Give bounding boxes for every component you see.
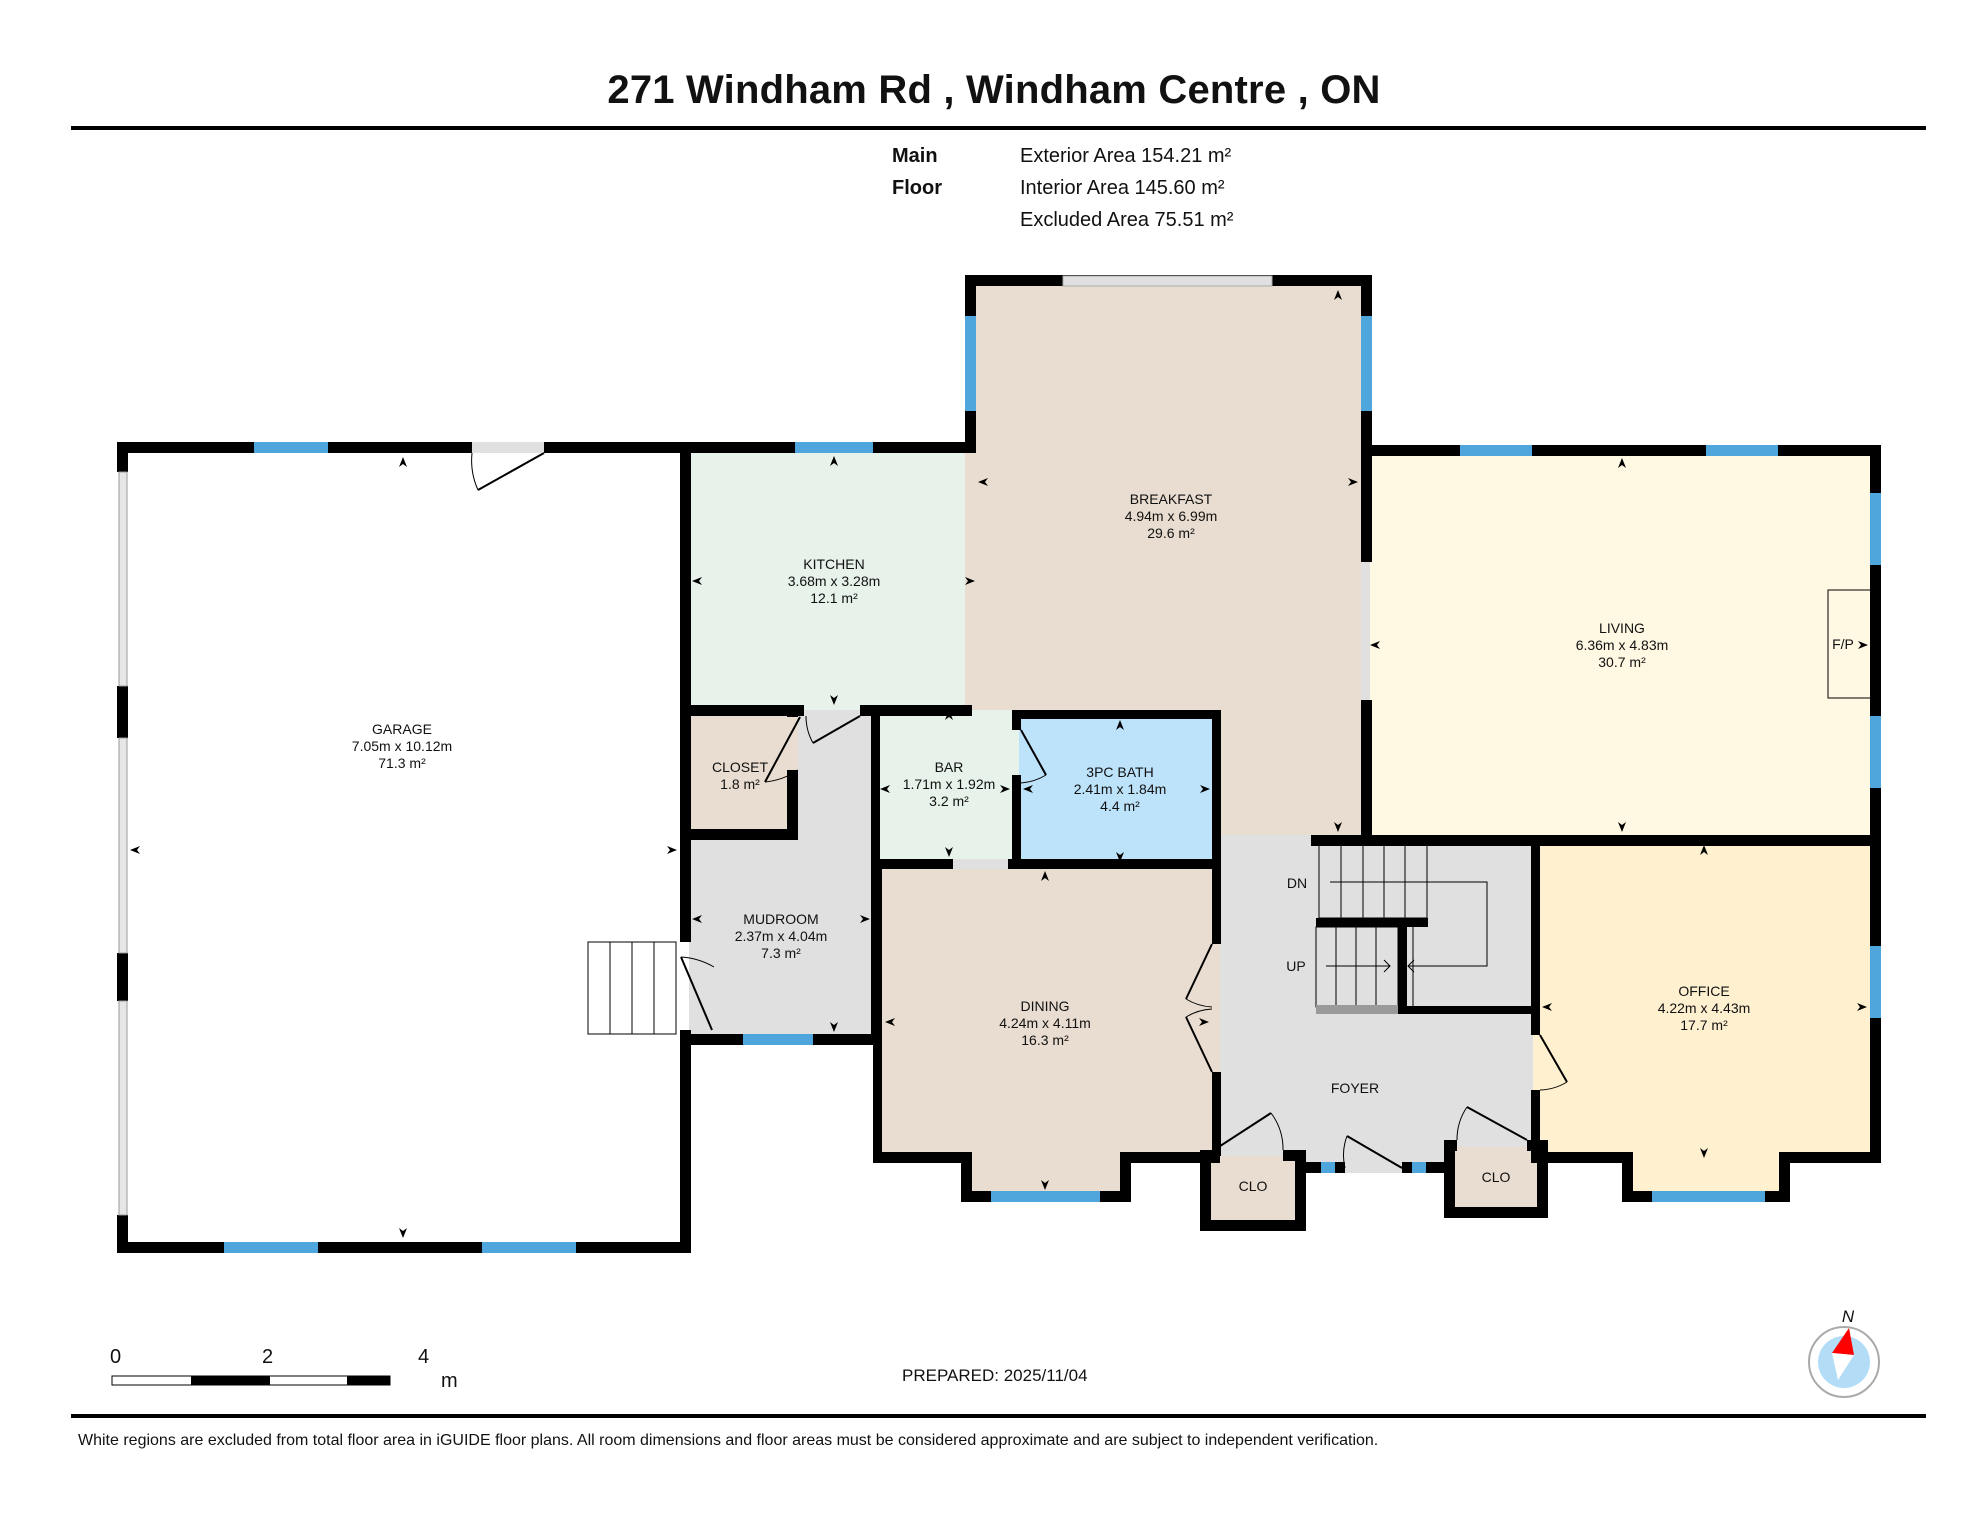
exterior-area: Exterior Area 154.21 m² xyxy=(1020,145,1232,167)
excluded-area: Excluded Area 75.51 m² xyxy=(1020,209,1234,231)
scale-tick-4: 4 xyxy=(418,1346,430,1368)
room-living-floor xyxy=(1367,445,1881,841)
header-divider xyxy=(71,126,1926,130)
room-bar-label: BAR 1.71m x 1.92m 3.2 m² xyxy=(903,759,996,809)
svg-text:4.22m x 4.43m: 4.22m x 4.43m xyxy=(1658,1000,1751,1016)
svg-text:BREAKFAST: BREAKFAST xyxy=(1130,491,1213,507)
svg-text:OFFICE: OFFICE xyxy=(1678,983,1729,999)
svg-text:29.6 m²: 29.6 m² xyxy=(1147,525,1195,541)
svg-text:6.36m x 4.83m: 6.36m x 4.83m xyxy=(1576,637,1669,653)
svg-text:12.1 m²: 12.1 m² xyxy=(810,590,858,606)
room-kitchen-floor xyxy=(689,442,976,710)
window xyxy=(224,1242,318,1253)
stairs-down-label: DN xyxy=(1287,875,1307,891)
room-breakfast-label: BREAKFAST 4.94m x 6.99m 29.6 m² xyxy=(1125,491,1218,541)
svg-text:1.8 m²: 1.8 m² xyxy=(720,776,760,792)
window xyxy=(1870,716,1881,788)
room-living-label: LIVING 6.36m x 4.83m 30.7 m² xyxy=(1576,620,1669,670)
room-garage-label: GARAGE 7.05m x 10.12m 71.3 m² xyxy=(352,721,452,771)
room-closet-floor xyxy=(689,710,798,839)
svg-text:1.71m x 1.92m: 1.71m x 1.92m xyxy=(903,776,996,792)
room-foyer-floor xyxy=(1220,835,1538,1163)
room-kitchen-label: KITCHEN 3.68m x 3.28m 12.1 m² xyxy=(788,556,881,606)
window xyxy=(743,1034,813,1045)
svg-text:7.3 m²: 7.3 m² xyxy=(761,945,801,961)
window xyxy=(1361,316,1372,411)
room-clo-right-floor xyxy=(1444,1147,1548,1218)
footer-divider xyxy=(71,1414,1926,1418)
property-address-title: 271 Windham Rd , Windham Centre , ON xyxy=(607,68,1381,112)
svg-text:3PC BATH: 3PC BATH xyxy=(1086,764,1153,780)
room-clo-right-label: CLO xyxy=(1482,1169,1511,1185)
room-office-label: OFFICE 4.22m x 4.43m 17.7 m² xyxy=(1658,983,1751,1033)
svg-text:KITCHEN: KITCHEN xyxy=(803,556,864,572)
window xyxy=(1460,445,1532,456)
svg-text:3.2 m²: 3.2 m² xyxy=(929,793,969,809)
room-bath-label: 3PC BATH 2.41m x 1.84m 4.4 m² xyxy=(1074,764,1167,814)
window xyxy=(1870,946,1881,1018)
prepared-date: PREPARED: 2025/11/04 xyxy=(902,1366,1088,1385)
svg-text:71.3 m²: 71.3 m² xyxy=(378,755,426,771)
room-clo-left-label: CLO xyxy=(1239,1178,1268,1194)
compass: N xyxy=(1808,1307,1880,1398)
disclaimer-text: White regions are excluded from total fl… xyxy=(78,1432,1379,1449)
room-bath-floor xyxy=(1019,710,1220,865)
room-dining-label: DINING 4.24m x 4.11m 16.3 m² xyxy=(999,998,1091,1048)
svg-text:30.7 m²: 30.7 m² xyxy=(1598,654,1646,670)
svg-text:4.94m x 6.99m: 4.94m x 6.99m xyxy=(1125,508,1218,524)
window xyxy=(991,1191,1100,1202)
compass-north-needle xyxy=(1832,1328,1854,1355)
window xyxy=(1412,1162,1426,1173)
svg-text:17.7 m²: 17.7 m² xyxy=(1680,1017,1728,1033)
compass-south-needle xyxy=(1832,1353,1854,1380)
window xyxy=(254,442,328,453)
window xyxy=(1321,1162,1335,1173)
svg-text:LIVING: LIVING xyxy=(1599,620,1645,636)
compass-n-label: N xyxy=(1842,1307,1855,1326)
interior-area: Interior Area 145.60 m² xyxy=(1020,177,1225,199)
stair-landing xyxy=(1316,1005,1398,1014)
svg-text:CLOSET: CLOSET xyxy=(712,759,768,775)
windows xyxy=(224,316,1881,1253)
svg-text:GARAGE: GARAGE xyxy=(372,721,432,737)
garage-door-openings xyxy=(118,471,128,1216)
svg-text:7.05m x 10.12m: 7.05m x 10.12m xyxy=(352,738,452,754)
stairs-up-label: UP xyxy=(1286,958,1305,974)
svg-text:2.41m x 1.84m: 2.41m x 1.84m xyxy=(1074,781,1167,797)
openings xyxy=(472,275,1402,1173)
scale-tick-0: 0 xyxy=(110,1346,122,1368)
window xyxy=(482,1242,576,1253)
doors xyxy=(471,452,1568,1169)
dimension-markers xyxy=(130,290,1868,1238)
fireplace-label: F/P xyxy=(1832,636,1854,652)
svg-text:16.3 m²: 16.3 m² xyxy=(1021,1032,1069,1048)
svg-text:2.37m x 4.04m: 2.37m x 4.04m xyxy=(735,928,828,944)
room-office-floor xyxy=(1533,841,1881,1163)
room-foyer-label: FOYER xyxy=(1331,1080,1379,1096)
room-mudroom-floor-lower xyxy=(689,839,878,1045)
svg-text:BAR: BAR xyxy=(935,759,964,775)
scale-unit: m xyxy=(441,1370,458,1392)
svg-text:DINING: DINING xyxy=(1021,998,1070,1014)
svg-text:MUDROOM: MUDROOM xyxy=(743,911,818,927)
window xyxy=(1706,445,1778,456)
room-dining-floor xyxy=(873,868,1220,1163)
window xyxy=(1652,1191,1765,1202)
room-bar-floor xyxy=(878,710,1019,868)
room-closet-label: CLOSET 1.8 m² xyxy=(712,759,768,792)
scale-tick-2: 2 xyxy=(262,1346,274,1368)
svg-text:4.4 m²: 4.4 m² xyxy=(1100,798,1140,814)
room-mudroom-label: MUDROOM 2.37m x 4.04m 7.3 m² xyxy=(735,911,828,961)
room-clo-left-floor xyxy=(1200,1156,1306,1231)
window xyxy=(1870,493,1881,565)
svg-text:4.24m x 4.11m: 4.24m x 4.11m xyxy=(999,1015,1091,1031)
room-garage-floor xyxy=(117,442,689,1253)
scale-bar xyxy=(111,1375,391,1386)
floor-label: Main Floor xyxy=(892,145,942,199)
window xyxy=(965,316,976,411)
window xyxy=(795,442,873,453)
fireplace xyxy=(1827,589,1873,699)
exterior-steps xyxy=(587,941,677,1035)
svg-text:3.68m x 3.28m: 3.68m x 3.28m xyxy=(788,573,881,589)
